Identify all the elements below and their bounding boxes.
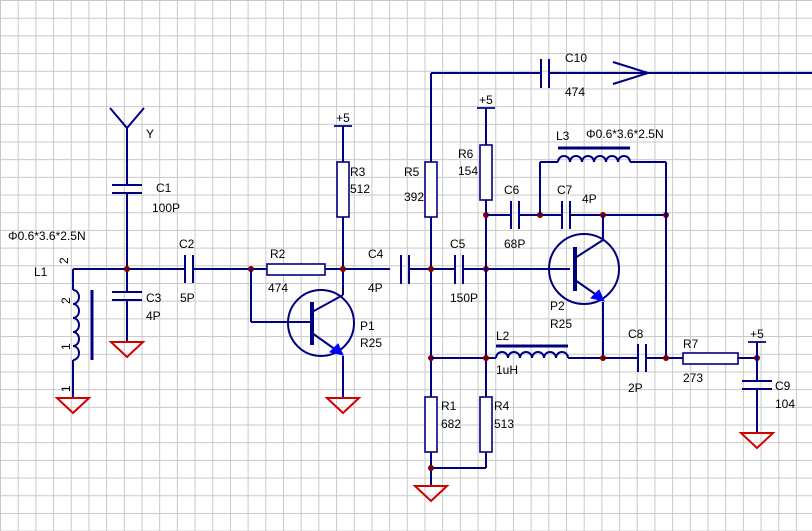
junction [340,266,346,272]
capacitor-c9: +5 C9 104 [742,327,795,433]
l1-ref: L1 [34,265,48,279]
p1-value: R25 [360,336,382,350]
r4-ref: R4 [494,399,510,413]
junction [428,465,434,471]
c2-value: 5P [180,291,195,305]
r6-value: 154 [458,164,478,178]
l1-pin-mid-b: 1 [59,343,73,350]
l2-ref: L2 [496,329,510,343]
junction [124,266,130,272]
resistor-r4: R4 513 [430,396,514,486]
capacitor-c2: C2 5P [179,237,195,305]
transistor-p1: P1 R25 [250,269,382,398]
transistor-p2: P2 R25 [548,215,620,358]
c8-ref: C8 [628,327,644,341]
c9-ref: C9 [775,379,791,393]
antenna-label: Y [146,127,154,141]
c4-value: 4P [368,281,383,295]
resistor-r1: R1 682 [424,396,461,453]
r6-ref: R6 [458,147,474,161]
resistor-r2: R2 474 [266,247,390,295]
capacitor-c4: C4 4P [368,247,455,295]
ground-symbol-r1-r4 [412,485,450,503]
vcc-label: +5 [336,111,350,125]
p1-ref: P1 [360,319,375,333]
capacitor-c1: C1 100P [112,181,180,269]
vcc-label: +5 [750,327,764,341]
ground-symbol-p1 [324,397,362,415]
c3-ref: C3 [146,291,162,305]
capacitor-c7: C7 4P [557,183,666,229]
c6-value: 68P [504,237,525,251]
inductor-l2: L2 1uH [431,329,638,377]
inductor-l3: L3 Φ0.6*3.6*2.5N [539,127,667,358]
capacitor-c8: C8 2P [628,327,683,395]
c5-value: 150P [450,291,478,305]
c1-ref: C1 [156,181,172,195]
resistor-r3: +5 R3 512 [334,111,370,269]
c5-ref: C5 [450,237,466,251]
l3-ref: L3 [556,129,570,143]
p2-value: R25 [550,317,572,331]
c9-value: 104 [775,397,795,411]
r2-value: 474 [268,281,288,295]
c10-ref: C10 [565,51,587,65]
l1-pin-mid-a: 2 [59,297,73,304]
l1-pin-bottom: 1 [59,385,73,392]
resistor-r6: +5 R6 154 [458,93,495,398]
c10-value: 474 [565,85,585,99]
r7-value: 273 [683,371,703,385]
c3-value: 4P [146,309,161,323]
junction [428,266,434,272]
c4-ref: C4 [368,247,384,261]
resistor-r7: R7 273 [682,337,757,385]
ground-symbol-c3 [108,341,146,359]
c7-value: 4P [582,192,597,206]
c8-value: 2P [628,381,643,395]
r2-ref: R2 [270,247,286,261]
capacitor-c10: C10 474 [431,51,812,99]
junction [663,355,669,361]
r1-ref: R1 [441,399,457,413]
r5-ref: R5 [404,165,420,179]
c7-ref: C7 [557,183,573,197]
r1-value: 682 [441,417,461,431]
c2-ref: C2 [179,237,195,251]
r4-value: 513 [494,417,514,431]
c1-value: 100P [152,201,180,215]
ground-symbol-c9 [738,432,776,450]
c6-ref: C6 [504,183,520,197]
capacitor-c6: C6 68P [486,183,562,251]
l1-pin-top: 2 [57,257,71,264]
p2-ref: P2 [550,299,565,313]
ground-symbol-l1 [54,397,92,415]
capacitor-c3: C3 4P [112,269,162,342]
l1-spec: Φ0.6*3.6*2.5N [8,229,86,243]
l3-spec: Φ0.6*3.6*2.5N [586,127,664,141]
capacitor-c5: C5 150P [450,237,570,305]
junction [483,355,489,361]
l2-value: 1uH [496,363,518,377]
r3-ref: R3 [350,165,366,179]
r7-ref: R7 [683,337,699,351]
junction [600,355,606,361]
r5-value: 392 [404,190,424,204]
vcc-label: +5 [479,93,493,107]
antenna: Y [109,107,154,185]
r3-value: 512 [350,182,370,196]
